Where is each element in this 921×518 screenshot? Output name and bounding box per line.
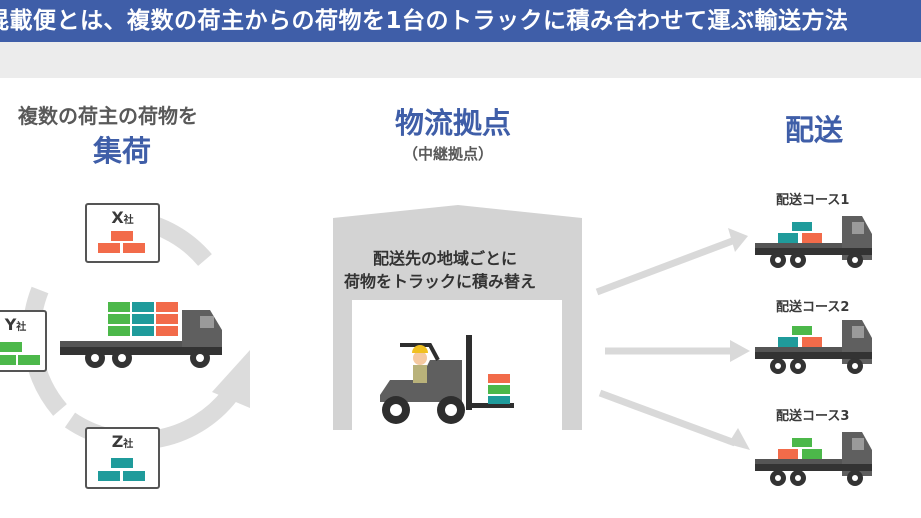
course-label-1: 配送コース1	[776, 193, 850, 208]
hub-subheading: （中継拠点）	[403, 145, 494, 163]
shipper-x-box: X社	[85, 203, 160, 263]
collect-heading: 集荷	[93, 134, 152, 168]
delivery-truck-2	[755, 320, 872, 374]
forklift	[380, 335, 514, 424]
pickup-truck	[60, 302, 222, 368]
shipper-z-suffix: 社	[123, 439, 134, 450]
hub-line-2: 荷物をトラックに積み替え	[344, 272, 537, 291]
shipper-z-letter: Z	[111, 432, 124, 451]
collect-caption: 複数の荷主の荷物を	[18, 104, 198, 128]
banner-title: 混載便とは、複数の荷主からの荷物を1台のトラックに積み合わせて運ぶ輸送方法	[0, 8, 849, 34]
shipper-y-suffix: 社	[16, 322, 27, 333]
course-label-2: 配送コース2	[776, 300, 850, 315]
header-band	[0, 42, 921, 78]
shipper-z-cargo	[98, 458, 145, 481]
delivery-arrows	[595, 228, 750, 450]
hub-heading: 物流拠点	[395, 106, 512, 140]
shipper-y-cargo	[0, 342, 40, 365]
shipper-x-suffix: 社	[123, 215, 134, 226]
delivery-heading: 配送	[785, 113, 844, 147]
shipper-y-letter: Y	[4, 315, 17, 334]
delivery-truck-1	[755, 216, 872, 268]
shipper-x-cargo	[98, 231, 145, 253]
hub-line-1: 配送先の地域ごとに	[373, 249, 518, 268]
course-label-3: 配送コース3	[776, 409, 850, 424]
delivery-truck-3	[755, 432, 872, 486]
title-banner: 混載便とは、複数の荷主からの荷物を1台のトラックに積み合わせて運ぶ輸送方法	[0, 0, 921, 42]
shipper-z-box: Z社	[85, 427, 160, 489]
shipper-y-box: Y社	[0, 310, 47, 372]
shipper-x-letter: X	[111, 208, 124, 227]
